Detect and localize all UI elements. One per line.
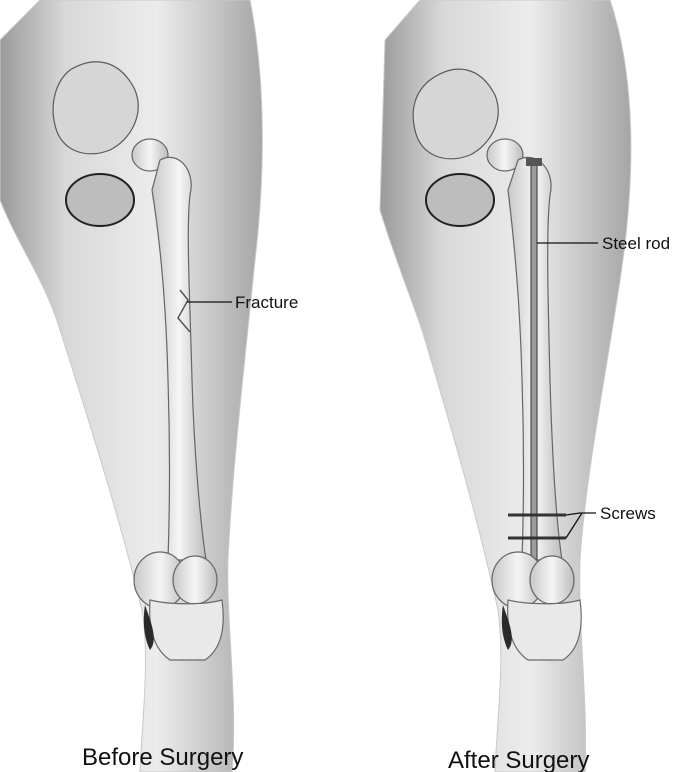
right-patella [530, 556, 574, 604]
before-panel [0, 0, 262, 772]
after-surgery-caption: After Surgery [448, 747, 589, 772]
after-panel [380, 0, 631, 772]
left-tibia [150, 600, 224, 660]
before-surgery-caption: Before Surgery [82, 744, 243, 771]
steel-rod [531, 165, 537, 560]
screws-label: Screws [600, 504, 656, 523]
steel-rod-label: Steel rod [602, 234, 670, 253]
fracture-label: Fracture [235, 293, 298, 312]
left-patella [173, 556, 217, 604]
right-tibia [508, 600, 582, 660]
left-hip-socket [66, 174, 134, 226]
right-hip-socket [426, 174, 494, 226]
rod-cap [526, 158, 542, 166]
